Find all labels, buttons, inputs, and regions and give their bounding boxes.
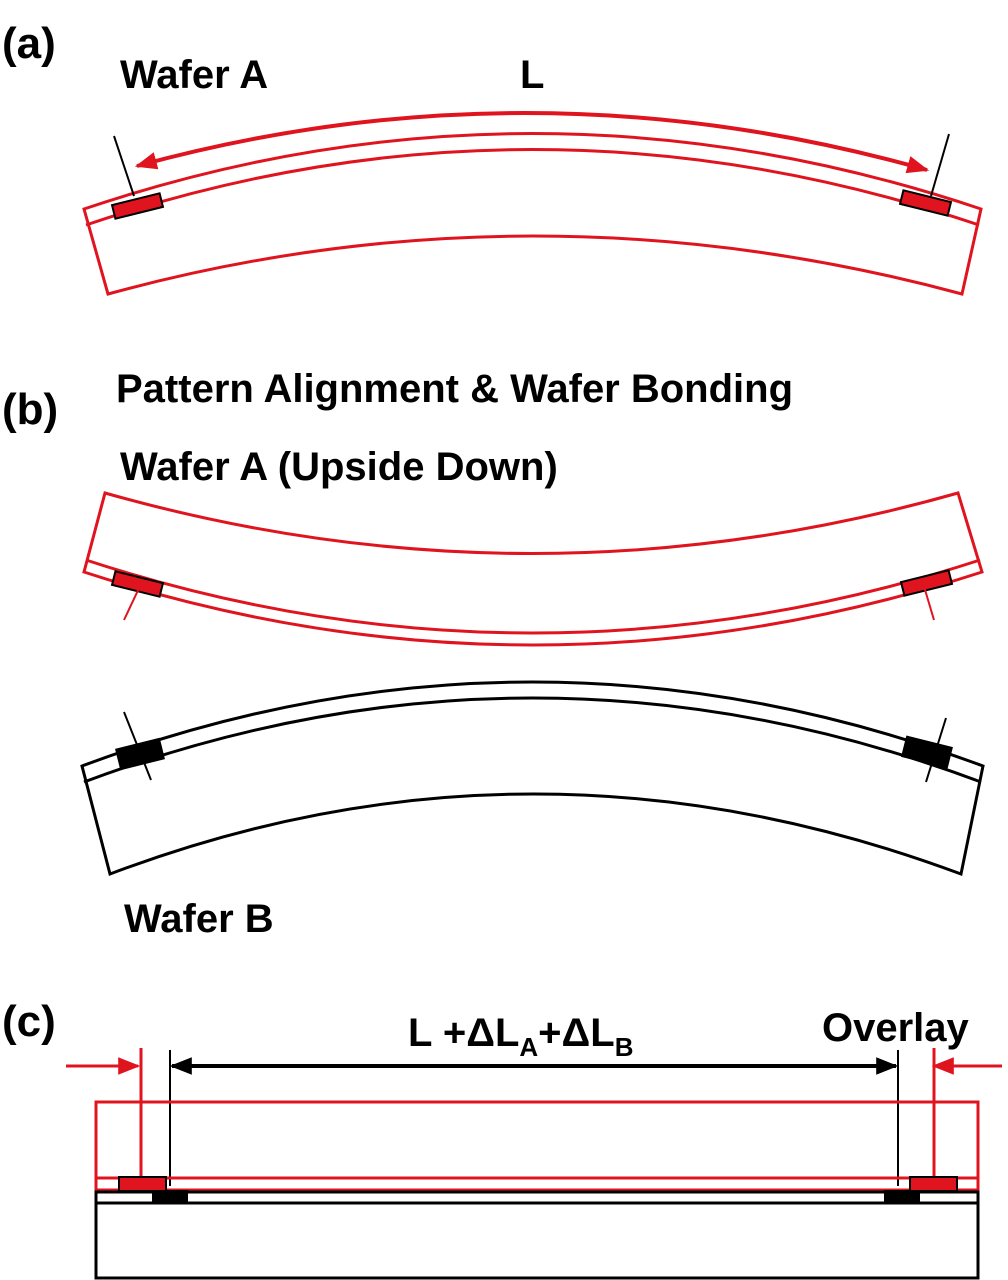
bonded-mark-a-left — [118, 1176, 167, 1192]
bonded-mark-b-left — [152, 1190, 188, 1204]
bonded-mark-a-right — [909, 1176, 958, 1192]
mark-tick-left — [113, 135, 135, 197]
mark-tick-flipped-left — [123, 583, 142, 621]
alignment-mark-left — [110, 192, 165, 220]
wafer-a-body — [82, 132, 983, 296]
mark-tick-right — [930, 133, 950, 197]
alignment-mark-flipped-left — [110, 570, 165, 598]
wafer-a-upside-down-label: Wafer A (Upside Down) — [120, 445, 558, 489]
panel-a-tag: (a) — [2, 19, 56, 68]
bonded-wafer-b — [94, 1190, 980, 1280]
bonded-length-label: L +ΔLA+ΔLB — [408, 1011, 633, 1062]
wafer-a-label: Wafer A — [120, 53, 268, 97]
overlay-label: Overlay — [822, 1006, 970, 1050]
wafer-a-film — [85, 148, 980, 227]
panel-b-tag: (b) — [2, 385, 58, 434]
panel-c-tag: (c) — [2, 997, 56, 1046]
mark-tick-b-left — [123, 711, 152, 781]
wafer-a-flipped-film — [85, 558, 981, 635]
length-l-label: L — [520, 53, 544, 97]
alignment-mark-flipped-right — [899, 569, 954, 597]
length-arrow — [134, 110, 930, 174]
bonded-wafer-a — [94, 1100, 980, 1192]
wafer-b-label: Wafer B — [124, 897, 274, 941]
panel-a: (a) Wafer A L — [2, 19, 983, 296]
wafer-b-film — [83, 696, 982, 784]
panel-c: (c) L +ΔLA+ΔLB Overlay — [2, 997, 1002, 1280]
wafer-b-body — [80, 680, 985, 877]
panel-b-title: Pattern Alignment & Wafer Bonding — [116, 367, 793, 411]
alignment-mark-b-right — [901, 735, 953, 769]
alignment-mark-right — [898, 189, 953, 217]
mark-tick-flipped-right — [922, 582, 935, 621]
panel-b: (b) Pattern Alignment & Wafer Bonding Wa… — [2, 367, 985, 941]
wafer-a-flipped-body — [82, 491, 984, 647]
mark-tick-b-right — [925, 717, 947, 783]
bonded-mark-b-right — [884, 1190, 920, 1204]
